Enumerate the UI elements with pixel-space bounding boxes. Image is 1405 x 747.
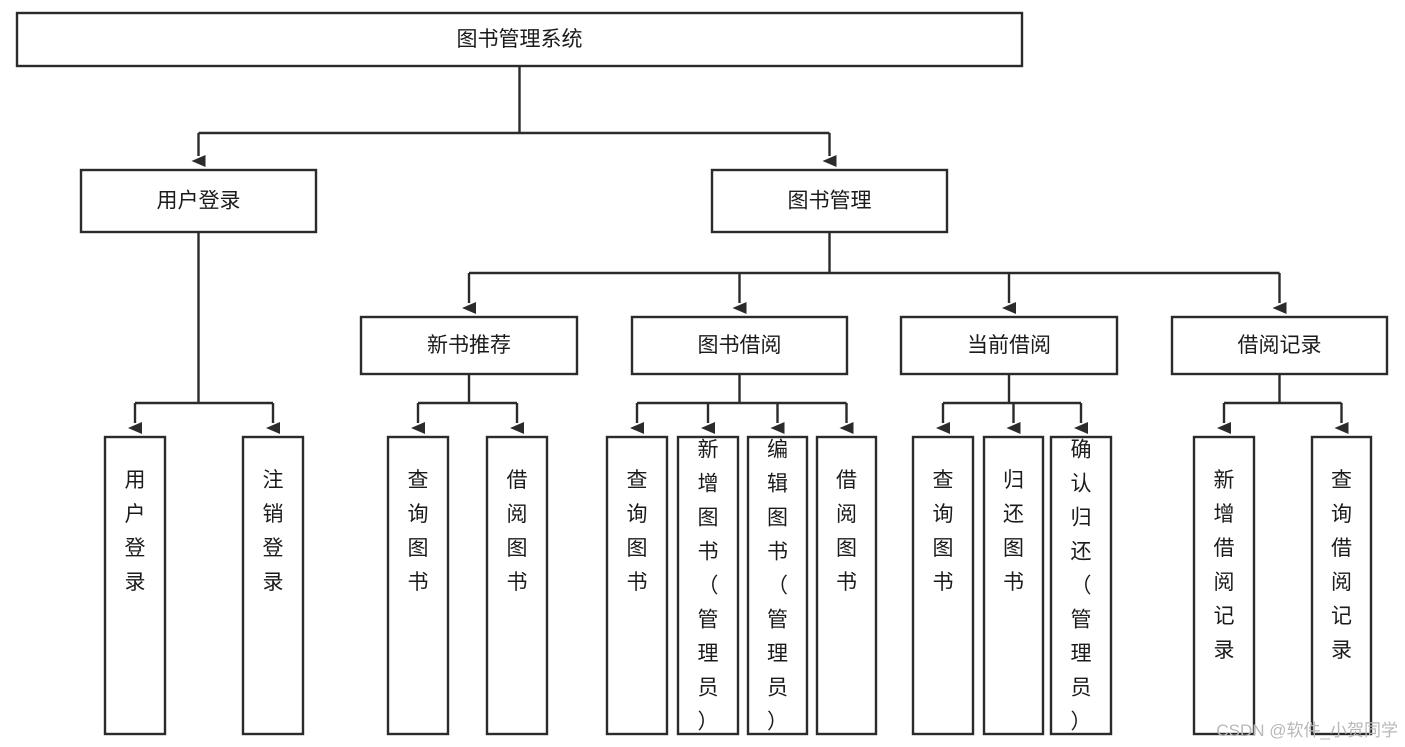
node-box-leaf-borrow-book (815, 435, 878, 736)
node-box-book-management (710, 168, 949, 234)
node-leaf-query-book-borrow[interactable]: 查询图书 (605, 435, 669, 736)
node-box-new-book-recommend (359, 315, 579, 376)
node-leaf-confirm-return-admin[interactable]: 确认归还（管理员） (1049, 435, 1113, 736)
node-label-leaf-query-book-current: 查询图书 (933, 469, 954, 594)
node-leaf-borrow-book[interactable]: 借阅图书 (815, 435, 878, 736)
node-box-user-login (79, 168, 318, 234)
node-box-borrow-records (1170, 315, 1389, 376)
node-leaf-edit-book-admin[interactable]: 编辑图书（管理员） (746, 435, 809, 736)
node-box-leaf-query-book-borrow (605, 435, 669, 736)
node-label-new-book-recommend: 新书推荐 (427, 334, 511, 357)
node-leaf-borrow-book-rec[interactable]: 借阅图书 (485, 435, 549, 736)
node-box-book-borrow (630, 315, 849, 376)
node-user-login[interactable]: 用户登录 (79, 168, 318, 234)
node-label-leaf-query-borrow-record: 查询借阅记录 (1331, 469, 1352, 662)
node-label-borrow-records: 借阅记录 (1238, 334, 1322, 357)
node-borrow-records[interactable]: 借阅记录 (1170, 315, 1389, 376)
connector-current-borrow-to-leaves (936, 374, 1088, 434)
node-leaf-query-borrow-record[interactable]: 查询借阅记录 (1310, 435, 1373, 736)
node-label-leaf-borrow-book: 借阅图书 (836, 469, 857, 594)
node-label-leaf-logout: 注销登录 (263, 469, 284, 594)
node-label-leaf-query-book-borrow: 查询图书 (627, 469, 648, 594)
node-label-leaf-return-book: 归还图书 (1003, 469, 1024, 594)
node-root[interactable]: 图书管理系统 (15, 11, 1024, 68)
node-leaf-add-borrow-record[interactable]: 新增借阅记录 (1192, 435, 1256, 736)
node-book-borrow[interactable]: 图书借阅 (630, 315, 849, 376)
node-label-current-borrow: 当前借阅 (967, 334, 1051, 357)
node-leaf-return-book[interactable]: 归还图书 (982, 435, 1045, 736)
node-box-leaf-query-book-current (911, 435, 975, 736)
node-box-leaf-user-login (103, 435, 167, 736)
node-leaf-logout[interactable]: 注销登录 (241, 435, 305, 736)
csdn-watermark: CSDN @软件_小贺同学 (1216, 721, 1398, 740)
node-box-leaf-query-borrow-record (1310, 435, 1373, 736)
node-label-user-login: 用户登录 (157, 190, 241, 213)
node-box-current-borrow (899, 315, 1119, 376)
node-label-leaf-confirm-return-admin: 确认归还（管理员） (1071, 438, 1092, 733)
node-label-leaf-user-login: 用户登录 (125, 469, 146, 594)
node-label-leaf-edit-book-admin: 编辑图书（管理员） (767, 438, 788, 733)
node-box-leaf-confirm-return-admin (1049, 435, 1113, 736)
node-label-book-management: 图书管理 (788, 190, 872, 213)
connector-borrow-records-to-leaves (1217, 374, 1349, 434)
node-box-root (15, 11, 1024, 68)
node-leaf-add-book-admin[interactable]: 新增图书（管理员） (676, 435, 740, 736)
node-layer: 图书管理系统用户登录图书管理新书推荐图书借阅当前借阅借阅记录用户登录注销登录查询… (15, 11, 1389, 736)
node-current-borrow[interactable]: 当前借阅 (899, 315, 1119, 376)
node-leaf-user-login[interactable]: 用户登录 (103, 435, 167, 736)
connector-root-to-level2 (191, 66, 837, 167)
node-label-leaf-add-borrow-record: 新增借阅记录 (1214, 469, 1235, 662)
connector-new-book-recommend-to-leaves (411, 374, 524, 434)
node-box-leaf-logout (241, 435, 305, 736)
connector-book-borrow-to-leaves (630, 374, 854, 434)
connector-layer (128, 66, 1349, 434)
node-label-root: 图书管理系统 (457, 28, 583, 51)
node-box-leaf-return-book (982, 435, 1045, 736)
node-box-leaf-borrow-book-rec (485, 435, 549, 736)
node-leaf-query-book-rec[interactable]: 查询图书 (386, 435, 450, 736)
node-leaf-query-book-current[interactable]: 查询图书 (911, 435, 975, 736)
node-box-leaf-add-borrow-record (1192, 435, 1256, 736)
node-new-book-recommend[interactable]: 新书推荐 (359, 315, 579, 376)
node-box-leaf-edit-book-admin (746, 435, 809, 736)
node-label-book-borrow: 图书借阅 (698, 334, 782, 357)
connector-user-login-to-leaves (128, 232, 280, 434)
node-label-leaf-add-book-admin: 新增图书（管理员） (698, 438, 719, 733)
node-label-leaf-borrow-book-rec: 借阅图书 (507, 469, 528, 594)
node-box-leaf-query-book-rec (386, 435, 450, 736)
connector-book-management-to-level3 (462, 232, 1287, 314)
node-label-leaf-query-book-rec: 查询图书 (408, 469, 429, 594)
node-book-management[interactable]: 图书管理 (710, 168, 949, 234)
node-box-leaf-add-book-admin (676, 435, 740, 736)
